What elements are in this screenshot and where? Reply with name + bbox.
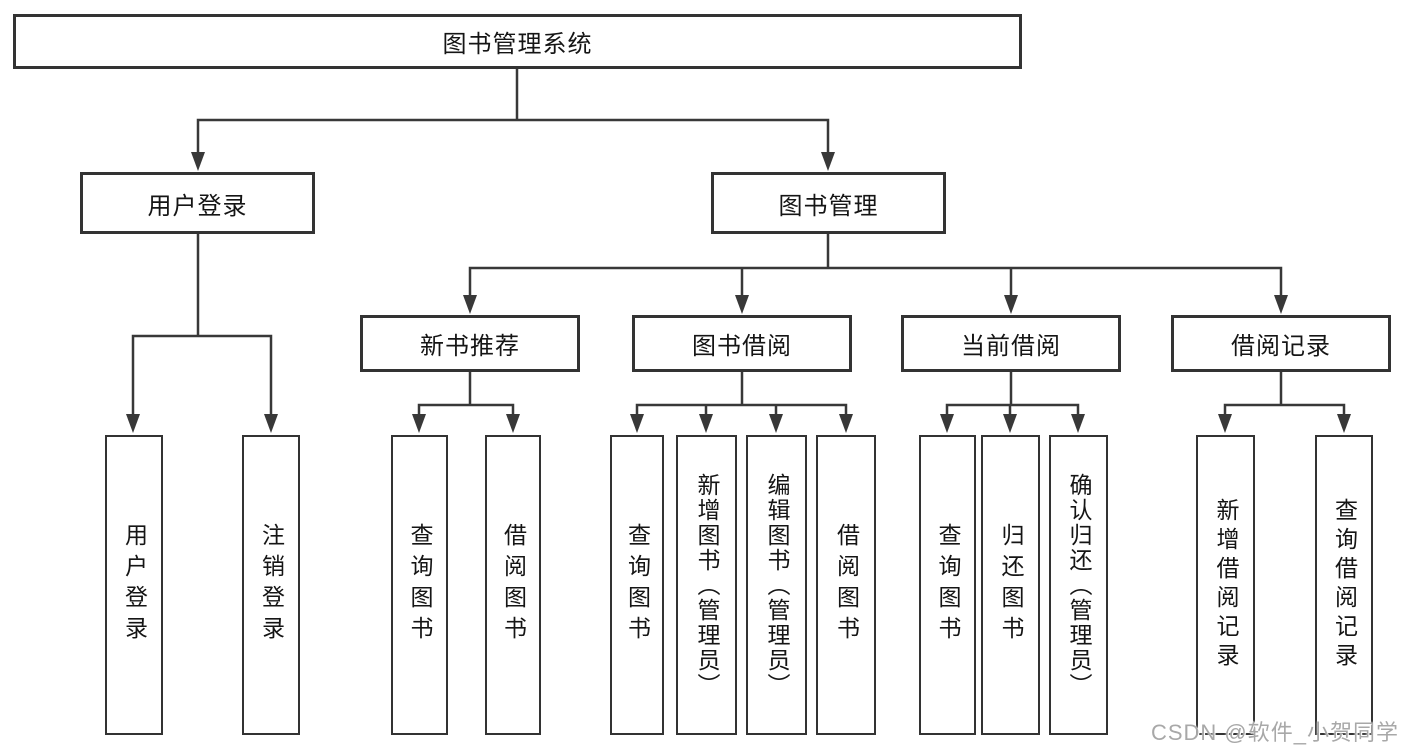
node-label: 新增图书（管理员）: [694, 472, 720, 698]
node-label: 用户登录: [121, 523, 148, 647]
leaf-confirm-return-admin: 确认归还（管理员）: [1049, 435, 1108, 735]
connector-new-book: [417, 370, 515, 418]
node-label: 当前借阅: [961, 333, 1061, 360]
node-label: 查询图书: [935, 523, 961, 647]
connector-current-borrow: [945, 370, 1080, 418]
node-label: 新书推荐: [420, 333, 520, 360]
node-label: 图书借阅: [692, 333, 792, 360]
leaf-query-borrow-record: 查询借阅记录: [1315, 435, 1373, 735]
leaf-edit-books-admin: 编辑图书（管理员）: [746, 435, 807, 735]
node-label: 编辑图书（管理员）: [764, 472, 790, 698]
node-user-login: 用户登录: [80, 172, 315, 234]
leaf-add-borrow-record: 新增借阅记录: [1196, 435, 1255, 735]
connector-user-login: [131, 232, 273, 418]
leaf-query-books-recommend: 查询图书: [391, 435, 448, 735]
node-label: 新增借阅记录: [1213, 498, 1239, 672]
node-current-borrow: 当前借阅: [901, 315, 1121, 372]
node-borrow-records: 借阅记录: [1171, 315, 1391, 372]
connector-book-management: [468, 232, 1283, 298]
leaf-borrow-books: 借阅图书: [816, 435, 876, 735]
leaf-borrow-books-recommend: 借阅图书: [485, 435, 541, 735]
connector-root: [196, 67, 830, 156]
leaf-query-books-current: 查询图书: [919, 435, 976, 735]
node-new-book-recommend: 新书推荐: [360, 315, 580, 372]
leaf-return-books: 归还图书: [981, 435, 1040, 735]
node-book-management: 图书管理: [711, 172, 946, 234]
leaf-query-books-borrow: 查询图书: [610, 435, 664, 735]
connector-borrow-records: [1223, 370, 1346, 418]
node-label: 图书管理: [778, 192, 879, 220]
node-label: 确认归还（管理员）: [1066, 472, 1092, 698]
connector-book-borrow: [635, 370, 848, 418]
node-label: 查询图书: [407, 523, 433, 647]
node-label: 图书管理系统: [442, 31, 593, 58]
leaf-add-books-admin: 新增图书（管理员）: [676, 435, 737, 735]
node-label: 查询图书: [624, 523, 651, 647]
node-label: 注销登录: [258, 523, 285, 647]
leaf-logout-login: 注销登录: [242, 435, 300, 735]
node-library-management-system: 图书管理系统: [13, 14, 1022, 69]
node-label: 借阅图书: [500, 523, 527, 647]
node-label: 用户登录: [147, 192, 248, 220]
node-book-borrow: 图书借阅: [632, 315, 852, 372]
leaf-user-login: 用户登录: [105, 435, 163, 735]
node-label: 查询借阅记录: [1331, 498, 1358, 672]
node-label: 归还图书: [998, 523, 1024, 647]
csdn-watermark: CSDN @软件_小贺同学: [1150, 720, 1399, 745]
node-label: 借阅图书: [833, 523, 860, 647]
node-label: 借阅记录: [1231, 333, 1331, 360]
